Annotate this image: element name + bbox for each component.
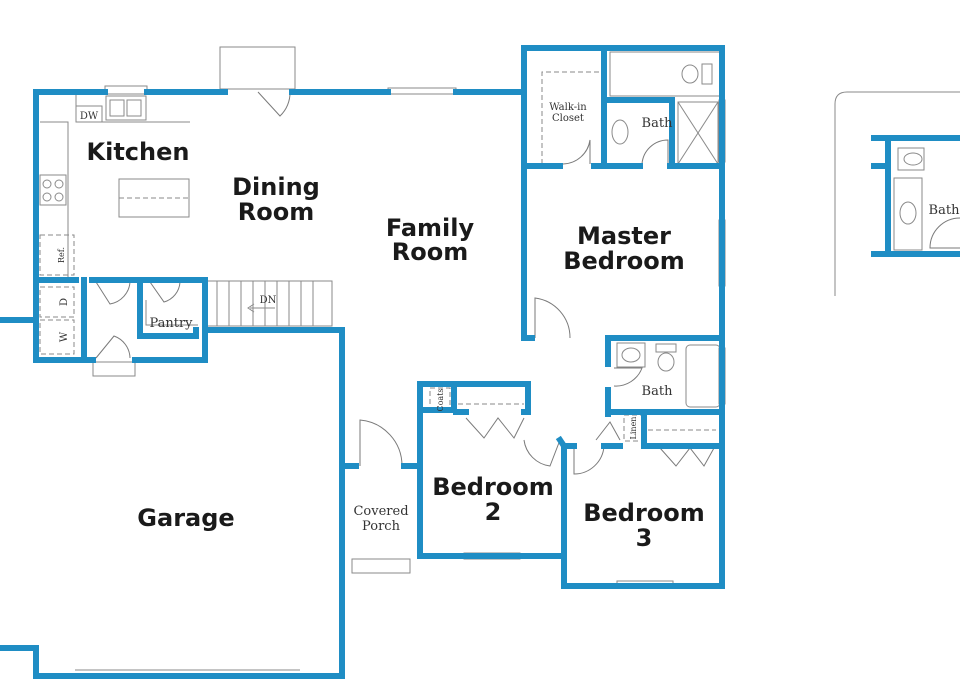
- bathtub: [685, 344, 721, 408]
- refrigerator-box: [39, 234, 75, 276]
- range: [39, 174, 67, 206]
- bedroom3-label-line2: 3: [636, 524, 653, 552]
- dishwasher-label: DW: [80, 111, 99, 122]
- west-and-garage-walls: [0, 89, 345, 679]
- bedroom3-door: [573, 445, 605, 475]
- laundry-step: [92, 361, 136, 377]
- coats-label: Coats: [436, 388, 445, 411]
- sink-bowl-left: [109, 99, 125, 117]
- master-toilet-area: [609, 51, 723, 97]
- porch-door: [359, 419, 403, 467]
- dining-door: [257, 91, 291, 117]
- entry-box: [219, 46, 296, 90]
- stair-treads: [216, 281, 314, 326]
- master-label-line2: Bedroom: [563, 247, 685, 275]
- bedroom2-label-line2: 2: [485, 498, 502, 526]
- dishwasher-box: [75, 105, 103, 123]
- master-toilet-tank: [701, 63, 713, 85]
- bedroom3-north: [641, 409, 725, 449]
- coats-closet: [429, 387, 451, 413]
- shower-x: [677, 101, 719, 165]
- porch-label-line1: Covered: [353, 504, 408, 519]
- bedroom3-label-line1: Bedroom: [583, 499, 705, 527]
- kitchen-sink: [105, 95, 147, 121]
- laundry-exit-door: [95, 335, 131, 359]
- closet-door: [562, 139, 591, 165]
- laundry-north-wall: [33, 277, 208, 333]
- kitchen-window: [104, 85, 148, 95]
- dining-label-line1: Dining: [232, 173, 320, 201]
- bedroom2-bifold: [465, 417, 525, 439]
- hall-toilet-tank: [655, 343, 677, 353]
- dryer-label: D: [59, 298, 70, 306]
- master-west-wall: [521, 89, 535, 341]
- master-door: [534, 297, 571, 339]
- inset-bath-label: Bath: [929, 203, 960, 218]
- porch-label-line2: Porch: [362, 519, 401, 534]
- garage-label: Garage: [137, 504, 234, 532]
- washer-label: W: [59, 331, 70, 342]
- closet-shelf: [541, 71, 600, 164]
- stairs-arrow: [247, 303, 275, 313]
- dryer-box: [39, 286, 75, 318]
- burner: [54, 179, 64, 189]
- burner: [42, 192, 52, 202]
- porch-step: [351, 558, 411, 574]
- master-suite-outer: [521, 45, 725, 341]
- walkin-label-line1: Walk-in: [549, 102, 587, 113]
- labels-layer: Kitchen Dining Room Family Room Master B…: [57, 102, 960, 552]
- bedroom2-outer: [417, 407, 567, 559]
- inset-vanity: [893, 177, 923, 251]
- hall-bath-door: [613, 367, 643, 387]
- washer-box: [39, 319, 75, 355]
- master-bath-door: [641, 139, 669, 165]
- walls-layer: [0, 45, 725, 679]
- burner: [54, 192, 64, 202]
- sink-bowl-right: [126, 99, 142, 117]
- walkin-label-line2: Closet: [552, 113, 584, 124]
- family-window: [387, 87, 457, 95]
- pantry-walls: [137, 277, 199, 339]
- master-sink: [611, 119, 629, 145]
- master-bath-inner: [605, 97, 675, 169]
- bedroom2-door: [523, 439, 561, 467]
- linen-label: Linen: [629, 417, 638, 440]
- dining-label-line2: Room: [238, 198, 314, 226]
- pantry-label: Pantry: [149, 316, 193, 331]
- inset-sink: [897, 147, 925, 171]
- bedroom3-bifold: [659, 447, 715, 467]
- master-label-line1: Master: [577, 222, 671, 250]
- kitchen-label: Kitchen: [87, 138, 190, 166]
- refrigerator-label: Ref.: [57, 247, 66, 263]
- inset-frame: [834, 91, 960, 296]
- stairs-label: DN: [260, 295, 277, 306]
- family-label-line2: Room: [392, 238, 468, 266]
- linen-door: [595, 421, 621, 441]
- hall-joint: [555, 435, 569, 451]
- hall-sink-bowl: [621, 347, 641, 363]
- inset-plan: [834, 91, 960, 296]
- pantry-door: [149, 281, 181, 303]
- bedroom2-label-line1: Bedroom: [432, 473, 554, 501]
- inset-door: [929, 217, 960, 249]
- hall-sink: [616, 342, 646, 368]
- laundry-door: [95, 281, 131, 305]
- burner: [42, 179, 52, 189]
- inset-walls: [871, 135, 960, 257]
- kitchen-counter-left: [40, 121, 69, 278]
- hall-toilet-bowl: [657, 352, 675, 372]
- inset-sink-bowl: [903, 152, 923, 166]
- hall-bath-label: Bath: [642, 384, 674, 399]
- family-label-line1: Family: [386, 214, 475, 242]
- inset-basin: [899, 201, 917, 225]
- master-bath-label: Bath: [642, 116, 674, 131]
- master-toilet-bowl: [681, 64, 699, 84]
- pantry-shelf: [145, 300, 198, 326]
